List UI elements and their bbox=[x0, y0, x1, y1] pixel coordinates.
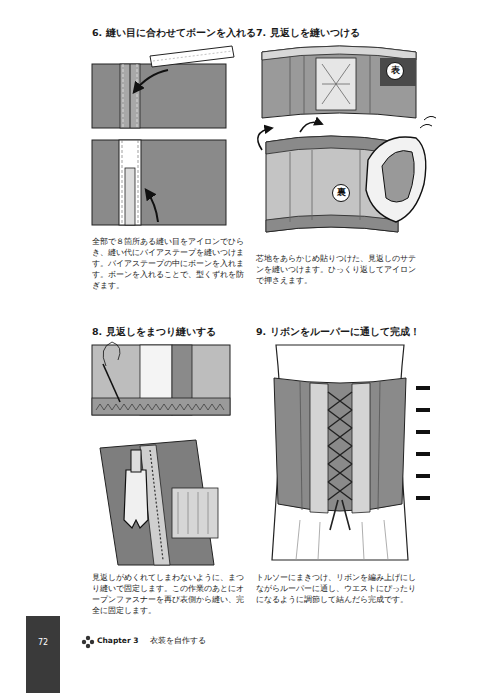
step7-front bbox=[262, 46, 416, 118]
side-marker: 表 bbox=[386, 62, 404, 80]
step-heading: 9. リボンをルーパーに通して完成！ bbox=[256, 325, 420, 339]
step8-machine bbox=[100, 440, 218, 565]
side-marker: 裏 bbox=[332, 184, 350, 202]
page-number: 72 bbox=[38, 638, 48, 647]
step-text: 全部で８箇所ある縫い目をアイロンでひらき、縫い代にバイアステープを縫いつけます。… bbox=[92, 236, 244, 291]
step-heading: 7. 見返しを縫いつける bbox=[256, 26, 360, 40]
step-text: 見返しがめくれてしまわないように、まつり縫いで固定します。この作業のあとにオープ… bbox=[92, 572, 244, 616]
side-label: 表 bbox=[391, 65, 400, 77]
side-label: 裏 bbox=[337, 187, 346, 199]
flower-icon bbox=[82, 636, 94, 648]
step6-seam bbox=[92, 46, 234, 128]
step9-torso bbox=[272, 345, 430, 560]
step7-back bbox=[258, 116, 436, 232]
step6-bone bbox=[92, 140, 226, 225]
step-text: トルソーにまきつけ、リボンを編み上げにしながらルーパーに通し、ウエストにぴったり… bbox=[256, 572, 418, 605]
page-number-bar: 72 bbox=[26, 616, 60, 693]
step-heading: 8. 見返しをまつり縫いする bbox=[92, 325, 216, 339]
step-heading: 6. 縫い目に合わせてボーンを入れる bbox=[92, 26, 256, 40]
step-text: 芯地をあらかじめ貼りつけた、見返しのサテンを縫いつけます。ひっくり返してアイロン… bbox=[256, 253, 418, 286]
chapter-label: Chapter 3 bbox=[97, 636, 138, 647]
step8-blind-stitch bbox=[92, 342, 230, 415]
chapter-title: 衣装を自作する bbox=[150, 636, 206, 647]
